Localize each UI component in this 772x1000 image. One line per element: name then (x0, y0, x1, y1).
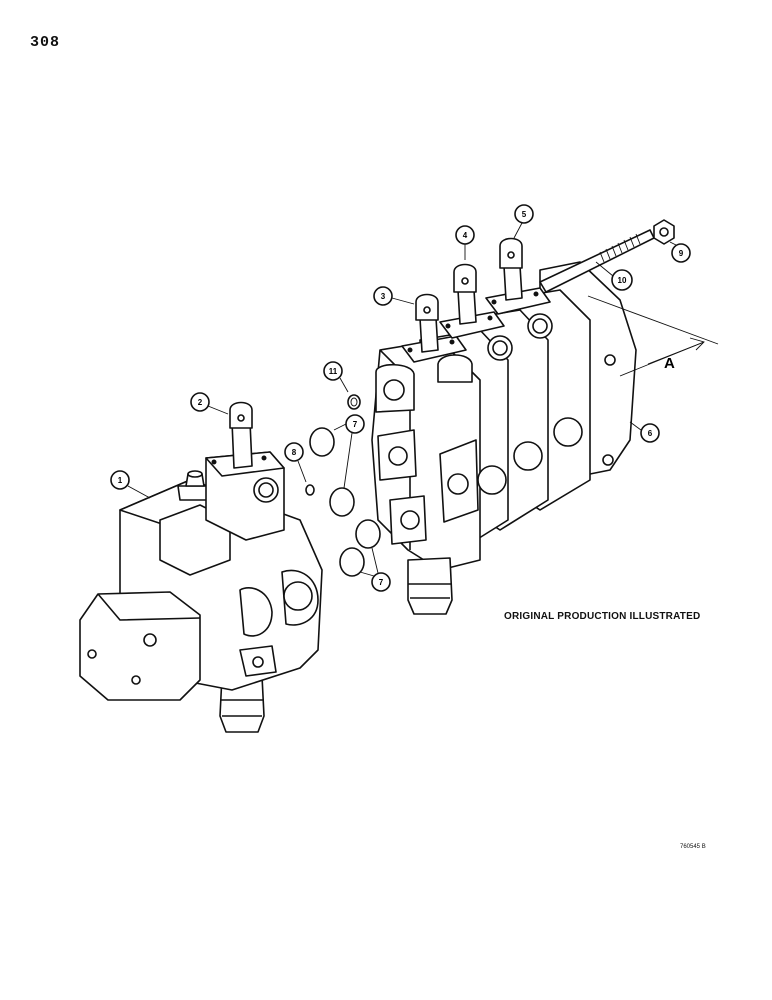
svg-text:6: 6 (648, 429, 653, 438)
callout-3: 3 (373, 286, 415, 306)
single-spool-valve-section (79, 451, 323, 733)
spools-items-3-4-5 (415, 237, 523, 353)
callout-1: 1 (110, 470, 151, 499)
svg-text:2: 2 (198, 398, 203, 407)
callout-8: 8 (284, 442, 307, 483)
svg-text:7: 7 (379, 578, 384, 587)
svg-text:1: 1 (118, 476, 123, 485)
svg-text:9: 9 (679, 249, 684, 258)
dimension-label: A (664, 355, 675, 372)
callout-6: 6 (629, 421, 660, 443)
svg-text:11: 11 (329, 367, 338, 376)
svg-text:4: 4 (463, 231, 468, 240)
svg-text:8: 8 (292, 448, 297, 457)
callout-10: 10 (595, 261, 633, 291)
spool-item-2 (229, 401, 253, 469)
reference-code: 760545 B (680, 844, 706, 850)
svg-text:5: 5 (522, 210, 527, 219)
callout-7-lower: 7 (359, 547, 391, 592)
svg-text:7: 7 (353, 420, 358, 429)
illustration-caption: ORIGINAL PRODUCTION ILLUSTRATED (504, 611, 701, 622)
callout-5: 5 (513, 204, 534, 239)
callout-9: 9 (669, 241, 691, 263)
callout-4: 4 (455, 225, 475, 260)
svg-text:3: 3 (381, 292, 386, 301)
o-rings (305, 394, 381, 577)
three-spool-valve-assembly (371, 261, 637, 615)
page-number: 308 (30, 34, 61, 51)
dimension-a-marker: A (587, 295, 719, 377)
tie-rod-and-nut (539, 219, 675, 293)
callout-11: 11 (323, 361, 349, 393)
callout-7-upper: 7 (333, 414, 365, 489)
callout-2: 2 (190, 392, 229, 415)
svg-text:10: 10 (618, 276, 627, 285)
